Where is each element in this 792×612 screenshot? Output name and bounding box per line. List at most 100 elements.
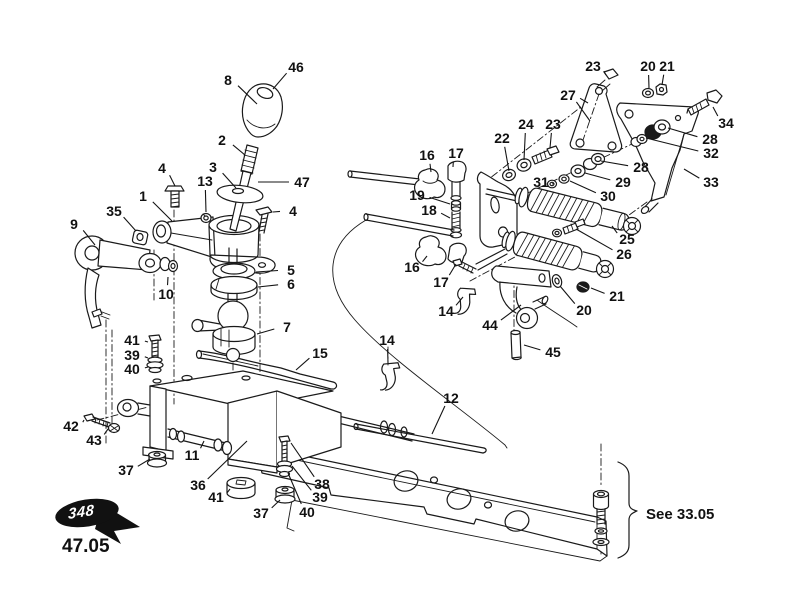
bolt-23-upper	[596, 68, 619, 92]
callout-leader	[549, 132, 552, 149]
pin-45	[510, 329, 522, 361]
callout-leader	[523, 132, 526, 161]
callout-leader	[579, 97, 589, 104]
callout-leader	[166, 276, 169, 286]
callout-label: 31	[533, 174, 549, 190]
callout-label: 25	[619, 231, 635, 247]
washer-24	[516, 158, 532, 172]
mount-37-left	[146, 450, 168, 468]
callout-label: 29	[615, 174, 631, 190]
callout-leader	[144, 340, 149, 343]
callout-leader	[559, 285, 576, 304]
callout-leader	[169, 175, 176, 187]
clevis-17-lower	[447, 242, 477, 274]
callout-label: 34	[718, 115, 734, 131]
lock-washer-13	[200, 212, 212, 224]
callout-label: 23	[585, 58, 601, 74]
callout-label: 24	[518, 116, 534, 132]
callout-leader	[222, 172, 237, 189]
cable-sweep-curve	[332, 219, 578, 449]
reference-bolt-stack	[592, 489, 610, 547]
reaction-lever-44	[491, 265, 552, 330]
upper-rod-eye	[622, 216, 642, 236]
callout-label: 35	[106, 203, 122, 219]
mount-37-right	[274, 485, 296, 504]
callout-leader	[287, 472, 302, 505]
callout-label: 43	[86, 432, 102, 448]
callout-label: 27	[560, 87, 576, 103]
callout-label: 14	[438, 303, 454, 319]
callout-label: 21	[659, 58, 675, 74]
callout-leader	[144, 366, 149, 369]
callout-label: 45	[545, 344, 561, 360]
callout-leader	[204, 189, 207, 213]
lower-shift-rod	[363, 213, 455, 237]
upper-shift-rod	[347, 170, 421, 186]
callout-label: 4	[158, 160, 166, 176]
callout-layer: 1234456789101112131414151616171718192020…	[63, 58, 734, 521]
callout-label: 7	[283, 319, 291, 335]
callout-label: 1	[139, 188, 147, 204]
callout-leader	[255, 269, 279, 273]
gear-knob-8	[241, 83, 283, 138]
washer-20-upper	[641, 87, 655, 99]
callout-label: 46	[288, 59, 304, 75]
callout-label: 15	[312, 345, 328, 361]
rod-end-17-upper	[447, 160, 467, 201]
bushings-10	[159, 256, 179, 273]
callout-leader	[683, 168, 700, 179]
bolt-26	[551, 218, 586, 238]
callout-leader	[569, 180, 597, 194]
callout-label: 28	[633, 159, 649, 175]
callout-leader	[123, 216, 137, 232]
callout-label: 18	[421, 202, 437, 218]
ball-boot-16-upper	[413, 167, 446, 200]
callout-leader	[429, 163, 432, 173]
callout-label: 20	[576, 302, 592, 318]
bolt-4-right	[255, 206, 273, 234]
callout-leader	[291, 465, 312, 491]
callout-label: 23	[545, 116, 561, 132]
callout-label: 22	[494, 130, 510, 146]
bottom-support-rail	[254, 445, 608, 562]
callout-label: 37	[253, 505, 269, 521]
callout-leader	[455, 296, 464, 306]
callout-leader	[712, 106, 719, 117]
lower-connector-rod	[475, 248, 508, 271]
callout-leader	[103, 428, 109, 435]
callout-label: 3	[209, 159, 217, 175]
callout-leader	[237, 85, 258, 105]
washer-35	[131, 229, 149, 246]
callout-leader	[429, 196, 451, 205]
bolt-4-left	[164, 185, 185, 208]
washer-22	[502, 168, 516, 182]
callout-label: 28	[702, 131, 718, 147]
callout-leader	[290, 442, 315, 478]
page-number: 47.05	[62, 536, 110, 557]
callout-leader	[144, 356, 149, 359]
bolt-38-stack	[275, 435, 294, 478]
callout-label: 9	[70, 216, 78, 232]
callout-leader	[600, 160, 629, 167]
reference-brace	[617, 461, 638, 559]
callout-label: 16	[419, 147, 435, 163]
callout-leader	[207, 440, 248, 480]
callout-label: 20	[640, 58, 656, 74]
callout-leader	[575, 228, 613, 251]
callout-leader	[448, 263, 457, 276]
callout-leader	[500, 304, 522, 321]
selector-lever-9	[74, 235, 162, 329]
callout-leader	[82, 230, 96, 246]
nut-21-upper	[655, 83, 668, 96]
washer-20-lower	[551, 274, 563, 288]
callout-label: 8	[224, 72, 232, 88]
callout-label: 44	[482, 317, 498, 333]
callout-leader	[200, 440, 205, 449]
callout-leader	[440, 212, 451, 219]
rear-bracket-33	[616, 102, 699, 215]
callout-leader	[272, 72, 288, 90]
see-reference-note: See 33.05	[646, 506, 714, 523]
callout-leader	[584, 172, 611, 181]
